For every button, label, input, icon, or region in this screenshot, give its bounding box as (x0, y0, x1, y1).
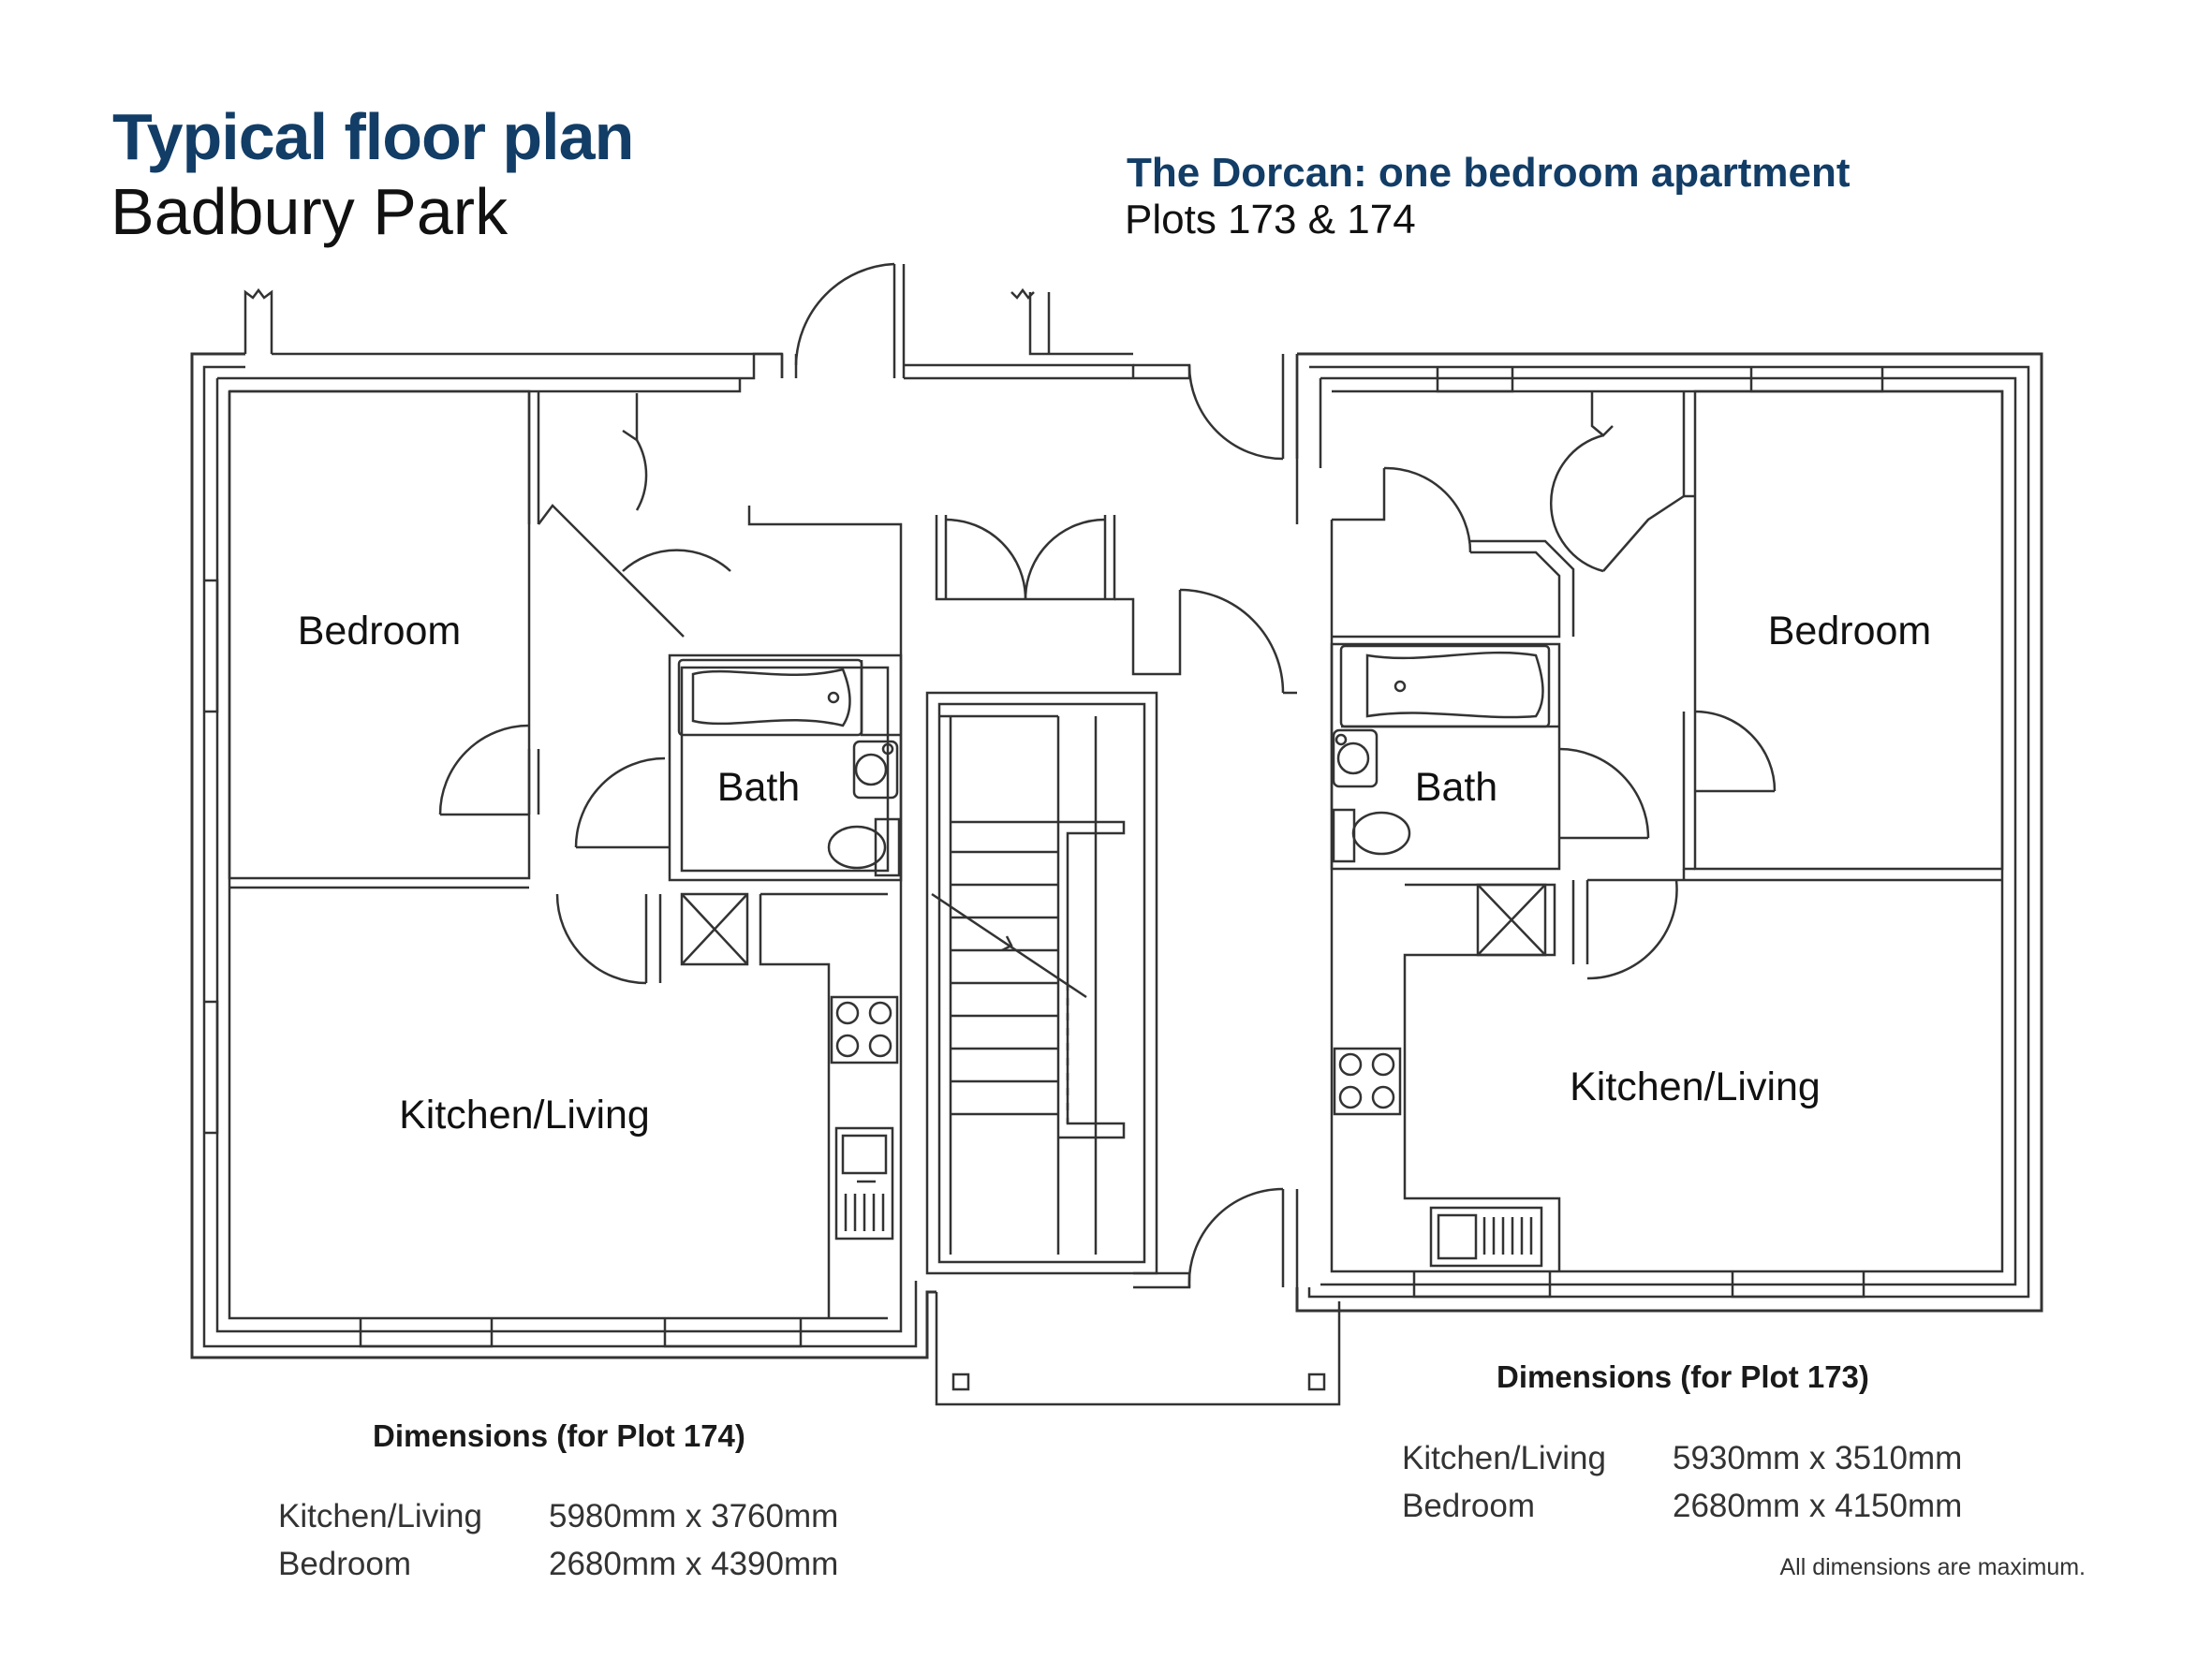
stair-core (780, 262, 1341, 1406)
apartment-title: The Dorcan: one bedroom apartment (1127, 150, 1851, 196)
apartment-plots: Plots 173 & 174 (1125, 197, 1416, 242)
right-bath-label: Bath (1415, 765, 1497, 810)
dims-173-size-1: 5930mm x 3510mm (1673, 1440, 1963, 1476)
right-bedroom-label: Bedroom (1768, 609, 1931, 653)
dims-174-size-2: 2680mm x 4390mm (549, 1546, 839, 1582)
left-kitchen-label: Kitchen/Living (399, 1093, 650, 1138)
dimensions-note: All dimensions are maximum. (1779, 1554, 2087, 1580)
dims-174-room-1: Kitchen/Living (278, 1498, 482, 1534)
dims-173-size-2: 2680mm x 4150mm (1673, 1488, 1963, 1524)
right-apartment (1295, 352, 2043, 1313)
dims-174-heading: Dimensions (for Plot 174) (373, 1418, 745, 1453)
dims-173-heading: Dimensions (for Plot 173) (1497, 1359, 1869, 1394)
left-bath-label: Bath (717, 765, 800, 810)
dims-174-room-2: Bedroom (278, 1546, 412, 1582)
page-subtitle: Badbury Park (111, 175, 509, 248)
page-title: Typical floor plan (112, 100, 634, 173)
dims-173-room-1: Kitchen/Living (1402, 1440, 1606, 1476)
dims-174-size-1: 5980mm x 3760mm (549, 1498, 839, 1534)
dims-173-room-2: Bedroom (1402, 1488, 1536, 1524)
left-bedroom-label: Bedroom (298, 609, 461, 653)
left-apartment (190, 287, 1035, 1359)
right-kitchen-label: Kitchen/Living (1570, 1064, 1821, 1109)
